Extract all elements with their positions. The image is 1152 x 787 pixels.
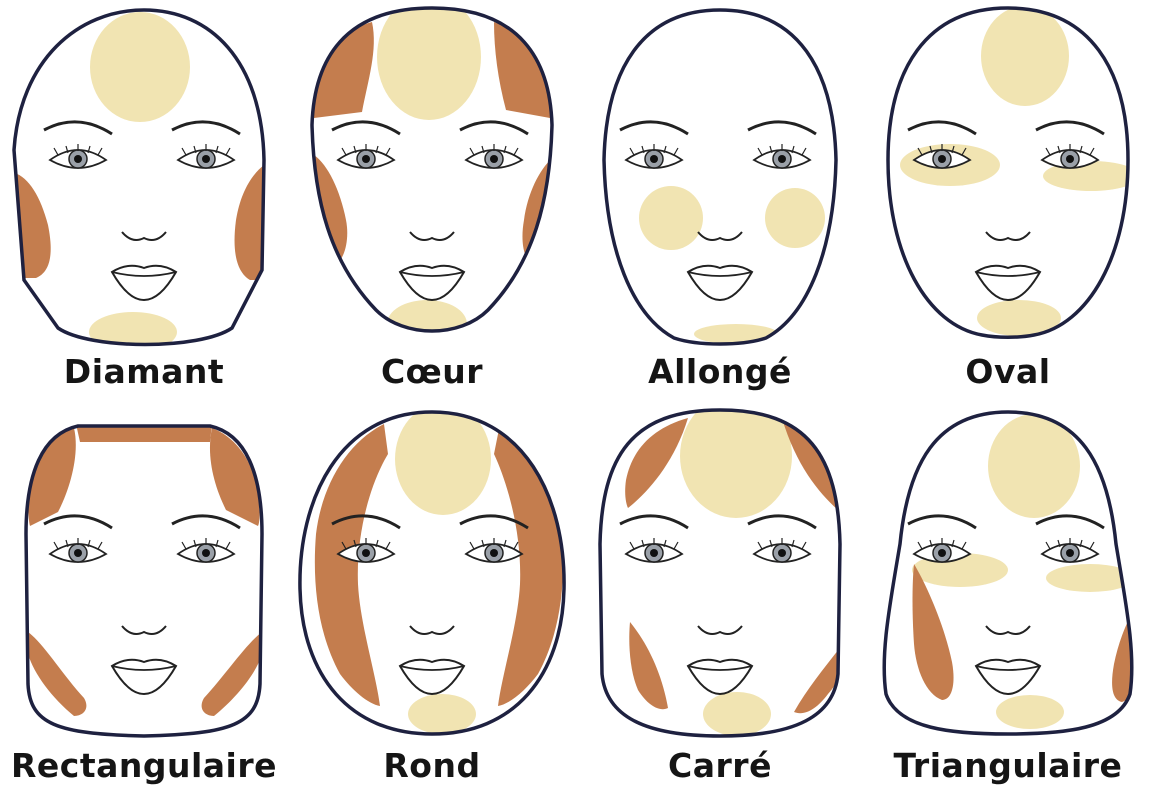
square-highlight-zone-1	[703, 692, 771, 736]
round-highlight-zone-1	[408, 694, 476, 734]
rectangle-illustration	[0, 394, 288, 746]
oval-pupil-right	[1066, 155, 1074, 163]
square-illustration	[576, 394, 864, 746]
rectangle-pupil-left	[74, 549, 82, 557]
oval-illustration	[864, 0, 1152, 352]
oblong-highlight-zone-0	[639, 186, 703, 250]
face-round: Rond	[288, 394, 576, 787]
square-pupil-right	[778, 549, 786, 557]
triangle-pupil-left	[938, 549, 946, 557]
diamond-highlight-zone-0	[90, 12, 190, 122]
face-label-diamond: Diamant	[0, 352, 288, 391]
oblong-highlight-zone-2	[694, 324, 778, 344]
face-label-oval: Oval	[864, 352, 1152, 391]
face-heart: Cœur	[288, 0, 576, 393]
face-label-round: Rond	[288, 746, 576, 785]
heart-pupil-left	[362, 155, 370, 163]
square-pupil-left	[650, 549, 658, 557]
round-pupil-right	[490, 549, 498, 557]
oblong-pupil-right	[778, 155, 786, 163]
face-rectangle: Rectangulaire	[0, 394, 288, 787]
face-triangle: Triangulaire	[864, 394, 1152, 787]
face-oblong: Allongé	[576, 0, 864, 393]
heart-illustration	[288, 0, 576, 352]
diamond-pupil-right	[202, 155, 210, 163]
oval-pupil-left	[938, 155, 946, 163]
rectangle-pupil-right	[202, 549, 210, 557]
triangle-illustration	[864, 394, 1152, 746]
face-square: Carré	[576, 394, 864, 787]
oblong-illustration	[576, 0, 864, 352]
round-pupil-left	[362, 549, 370, 557]
triangle-pupil-right	[1066, 549, 1074, 557]
oblong-pupil-left	[650, 155, 658, 163]
oblong-highlight-zone-1	[765, 188, 825, 248]
face-diamond: Diamant	[0, 0, 288, 393]
face-label-heart: Cœur	[288, 352, 576, 391]
oval-highlight-zone-0	[981, 6, 1069, 106]
round-illustration	[288, 394, 576, 746]
diamond-illustration	[0, 0, 288, 352]
heart-pupil-right	[490, 155, 498, 163]
face-label-square: Carré	[576, 746, 864, 785]
triangle-highlight-zone-3	[996, 695, 1064, 729]
face-oval: Oval	[864, 0, 1152, 393]
face-label-triangle: Triangulaire	[864, 746, 1152, 785]
diamond-pupil-left	[74, 155, 82, 163]
face-label-oblong: Allongé	[576, 352, 864, 391]
face-label-rectangle: Rectangulaire	[0, 746, 288, 785]
